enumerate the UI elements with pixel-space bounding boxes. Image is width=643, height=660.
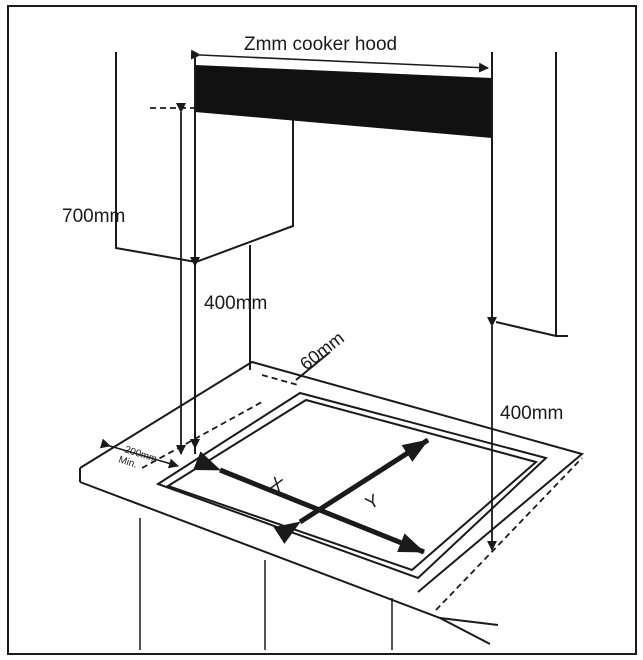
back-clearance-label: 60mm — [296, 328, 348, 375]
hob-to-wall-unit-label: 400mm — [500, 403, 563, 424]
hob-depth-arrow — [273, 437, 430, 544]
hob-cutout — [155, 391, 549, 580]
diagram-frame — [7, 5, 637, 655]
hob-width-label: X — [268, 473, 286, 496]
cooker-hood — [190, 49, 493, 454]
right-wall-unit — [495, 52, 568, 337]
back-clearance-pointer — [295, 351, 331, 381]
hood-width-dimension-line — [190, 49, 489, 73]
cabinet-height-label: 700mm — [62, 206, 125, 227]
hob-to-cabinet-label: 400mm — [204, 293, 267, 314]
hob-depth-label: Y — [362, 490, 382, 513]
cooker-hood-body — [195, 65, 492, 138]
countertop — [79, 360, 585, 650]
hood-width-label: Zmm cooker hood — [244, 34, 397, 55]
side-clearance-arrow — [99, 438, 179, 469]
clearance-dashed-lines — [141, 107, 583, 611]
